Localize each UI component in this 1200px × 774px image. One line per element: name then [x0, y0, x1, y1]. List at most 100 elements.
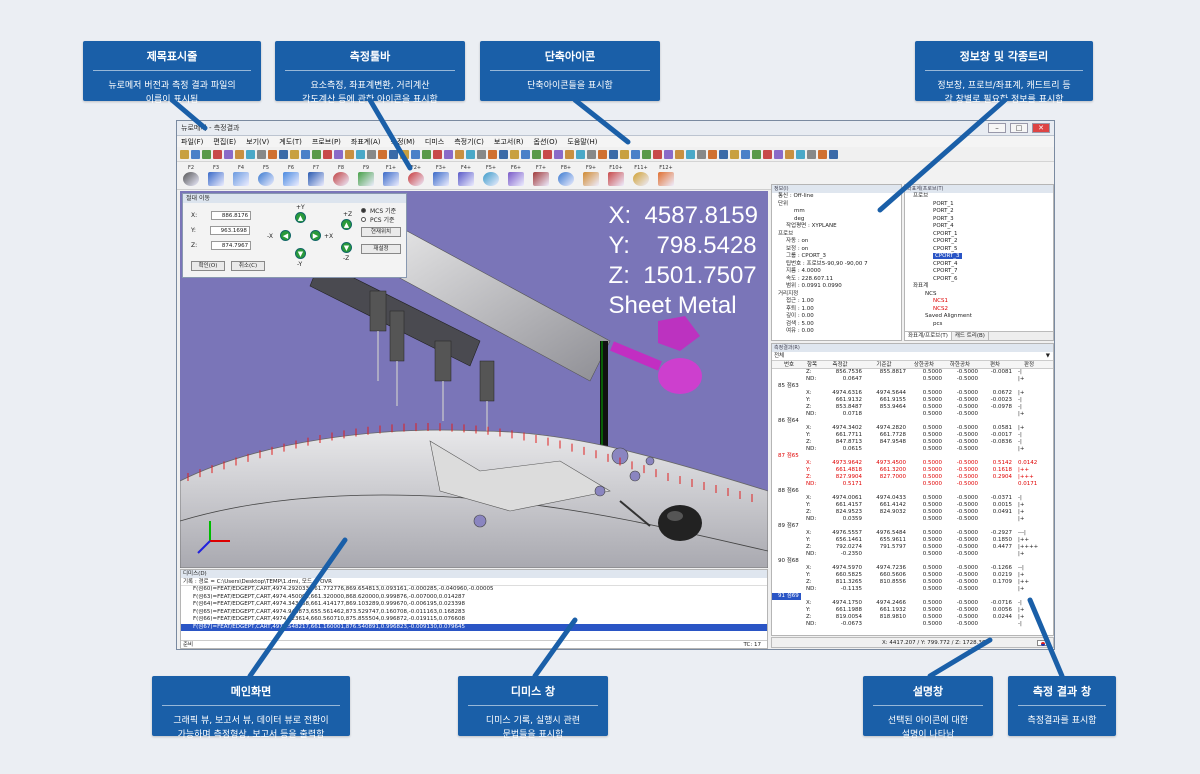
measure-tool-button[interactable]: F8+: [558, 165, 574, 186]
measure-tool-button[interactable]: F8: [333, 165, 349, 186]
toolbar-shortcut-icon[interactable]: [587, 149, 596, 159]
toolbar-shortcut-icon[interactable]: [477, 149, 486, 159]
measure-tool-button[interactable]: F11+: [633, 165, 649, 186]
tree-item[interactable]: CPORT_5: [905, 246, 1053, 254]
menu-item[interactable]: 측정(M): [390, 137, 415, 146]
menu-item[interactable]: 도움말(H): [567, 137, 598, 146]
toolbar-shortcut-icon[interactable]: [367, 149, 376, 159]
toolbar-shortcut-icon[interactable]: [191, 149, 200, 159]
tree-item[interactable]: PORT_4: [905, 223, 1053, 231]
menu-item[interactable]: 보고서(R): [493, 137, 524, 146]
toolbar-shortcut-icon[interactable]: [675, 149, 684, 159]
minus-z-button[interactable]: ▼: [341, 242, 352, 253]
result-group-row[interactable]: 85 점63: [772, 383, 1053, 390]
menu-item[interactable]: 좌표계(A): [350, 137, 381, 146]
result-group-row[interactable]: 91 점69: [772, 593, 1053, 600]
measure-tool-button[interactable]: F7: [308, 165, 324, 186]
menu-item[interactable]: 보기(V): [246, 137, 270, 146]
toolbar-shortcut-icon[interactable]: [433, 149, 442, 159]
measure-tool-button[interactable]: F6+: [508, 165, 524, 186]
dmis-line[interactable]: F(점66)=FEAT/EDGEPT,CART,4974.723614,660.…: [193, 616, 465, 622]
toolbar-shortcut-icon[interactable]: [829, 149, 838, 159]
toolbar-shortcut-icon[interactable]: [620, 149, 629, 159]
dmis-line[interactable]: F(점65)=FEAT/EDGEPT,CART,4974.948873,655.…: [193, 608, 465, 615]
z-input[interactable]: 874.7967: [211, 241, 252, 250]
toolbar-shortcut-icon[interactable]: [257, 149, 266, 159]
toolbar-shortcut-icon[interactable]: [279, 149, 288, 159]
plus-y-button[interactable]: ▲: [295, 212, 306, 223]
result-group-row[interactable]: 86 점64: [772, 418, 1053, 425]
cancel-button[interactable]: 취소(C): [231, 261, 265, 271]
toolbar-shortcut-icon[interactable]: [763, 149, 772, 159]
mcs-radio[interactable]: [361, 208, 366, 213]
toolbar-shortcut-icon[interactable]: [543, 149, 552, 159]
toolbar-shortcut-icon[interactable]: [389, 149, 398, 159]
dmis-line[interactable]: F(점60)=FEAT/EDGEPT,CART,4974.292033,661.…: [193, 586, 494, 592]
x-input[interactable]: 886.8176: [211, 211, 252, 220]
toolbar-shortcut-icon[interactable]: [719, 149, 728, 159]
toolbar-shortcut-icon[interactable]: [796, 149, 805, 159]
toolbar-shortcut-icon[interactable]: [554, 149, 563, 159]
toolbar-shortcut-icon[interactable]: [422, 149, 431, 159]
close-icon[interactable]: ✕: [1032, 123, 1050, 133]
menu-item[interactable]: 측정기(C): [454, 137, 484, 146]
toolbar-shortcut-icon[interactable]: [411, 149, 420, 159]
toolbar-shortcut-icon[interactable]: [521, 149, 530, 159]
toolbar-shortcut-icon[interactable]: [565, 149, 574, 159]
toolbar-shortcut-icon[interactable]: [455, 149, 464, 159]
toolbar-shortcut-icon[interactable]: [378, 149, 387, 159]
tree-item[interactable]: CPORT_7: [905, 268, 1053, 276]
measure-tool-button[interactable]: F4: [233, 165, 249, 186]
result-group-row[interactable]: 87 점65: [772, 453, 1053, 460]
tree-item[interactable]: CPORT_3: [905, 253, 1053, 261]
menu-item[interactable]: 프로브(P): [311, 137, 341, 146]
plus-z-button[interactable]: ▲: [341, 219, 352, 230]
measure-tool-button[interactable]: F3: [208, 165, 224, 186]
toolbar-shortcut-icon[interactable]: [686, 149, 695, 159]
toolbar-shortcut-icon[interactable]: [400, 149, 409, 159]
menu-item[interactable]: 편집(E): [213, 137, 237, 146]
tree-item[interactable]: CPORT_6: [905, 276, 1053, 284]
toolbar-shortcut-icon[interactable]: [235, 149, 244, 159]
dmis-line[interactable]: F(점63)=FEAT/EDGEPT,CART,4974.450000,661.…: [193, 593, 465, 600]
measure-tool-button[interactable]: F2: [183, 165, 199, 186]
minimize-icon[interactable]: –: [988, 123, 1006, 133]
result-group-row[interactable]: 89 점67: [772, 523, 1053, 530]
measure-tool-button[interactable]: F5+: [483, 165, 499, 186]
result-group-row[interactable]: 88 점66: [772, 488, 1053, 495]
toolbar-shortcut-icon[interactable]: [730, 149, 739, 159]
toolbar-shortcut-icon[interactable]: [334, 149, 343, 159]
measure-tool-button[interactable]: F4+: [458, 165, 474, 186]
results-filter-select[interactable]: 전체 ▼: [772, 352, 1053, 361]
measure-tool-button[interactable]: F6: [283, 165, 299, 186]
toolbar-shortcut-icon[interactable]: [444, 149, 453, 159]
toolbar-shortcut-icon[interactable]: [356, 149, 365, 159]
measure-tool-button[interactable]: F12+: [658, 165, 674, 186]
menu-item[interactable]: 계도(T): [279, 137, 302, 146]
toolbar-shortcut-icon[interactable]: [224, 149, 233, 159]
tree-item[interactable]: pcs: [905, 321, 1053, 329]
toolbar-shortcut-icon[interactable]: [697, 149, 706, 159]
y-input[interactable]: 963.1698: [209, 226, 250, 235]
measure-tool-button[interactable]: F2+: [408, 165, 424, 186]
toolbar-shortcut-icon[interactable]: [653, 149, 662, 159]
